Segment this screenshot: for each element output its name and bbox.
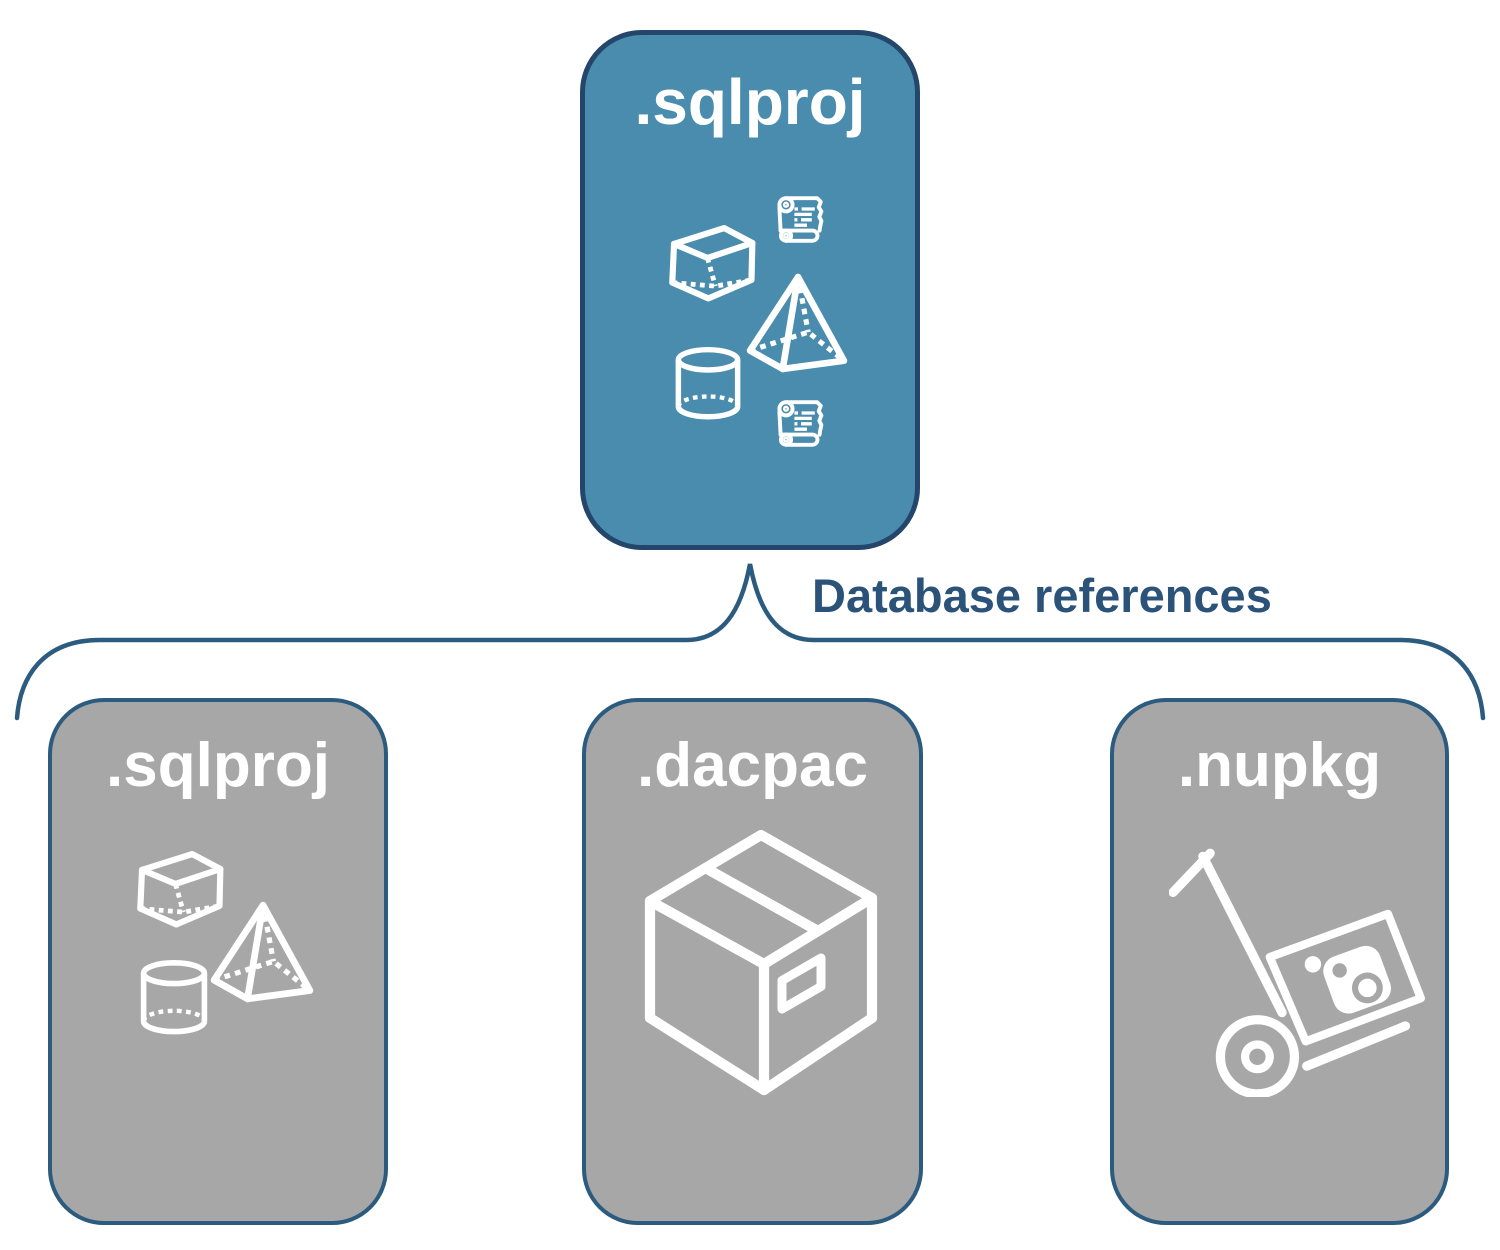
pyramid-icon xyxy=(214,905,310,999)
sql-objects-icon-cluster xyxy=(585,196,925,447)
card-dacpac-reference-label: .dacpac xyxy=(637,731,868,800)
card-sqlproj-reference-label: .sqlproj xyxy=(106,731,330,800)
brace-path xyxy=(14,563,1486,721)
card-sqlproj-reference: .sqlproj xyxy=(48,698,388,1225)
card-dacpac-reference: .dacpac xyxy=(582,698,923,1225)
scroll-icon xyxy=(777,196,824,243)
sql-objects-icon-cluster xyxy=(52,822,392,1132)
package-box-icon xyxy=(611,802,911,1132)
cylinder-icon xyxy=(678,350,737,417)
hand-truck-package-icon xyxy=(1169,847,1426,1097)
connector-label: Database references xyxy=(812,569,1272,622)
card-nupkg-reference: .nupkg xyxy=(1110,698,1449,1225)
pyramid-icon xyxy=(750,277,844,369)
brace-connector xyxy=(14,563,1486,721)
cube-icon xyxy=(140,854,220,924)
card-nupkg-reference-label: .nupkg xyxy=(1177,731,1382,800)
card-sqlproj-main-label: .sqlproj xyxy=(634,66,866,138)
cube-icon xyxy=(672,228,752,298)
card-sqlproj-main: .sqlproj xyxy=(580,30,920,550)
scroll-icon xyxy=(777,400,824,447)
cylinder-icon xyxy=(144,963,205,1032)
